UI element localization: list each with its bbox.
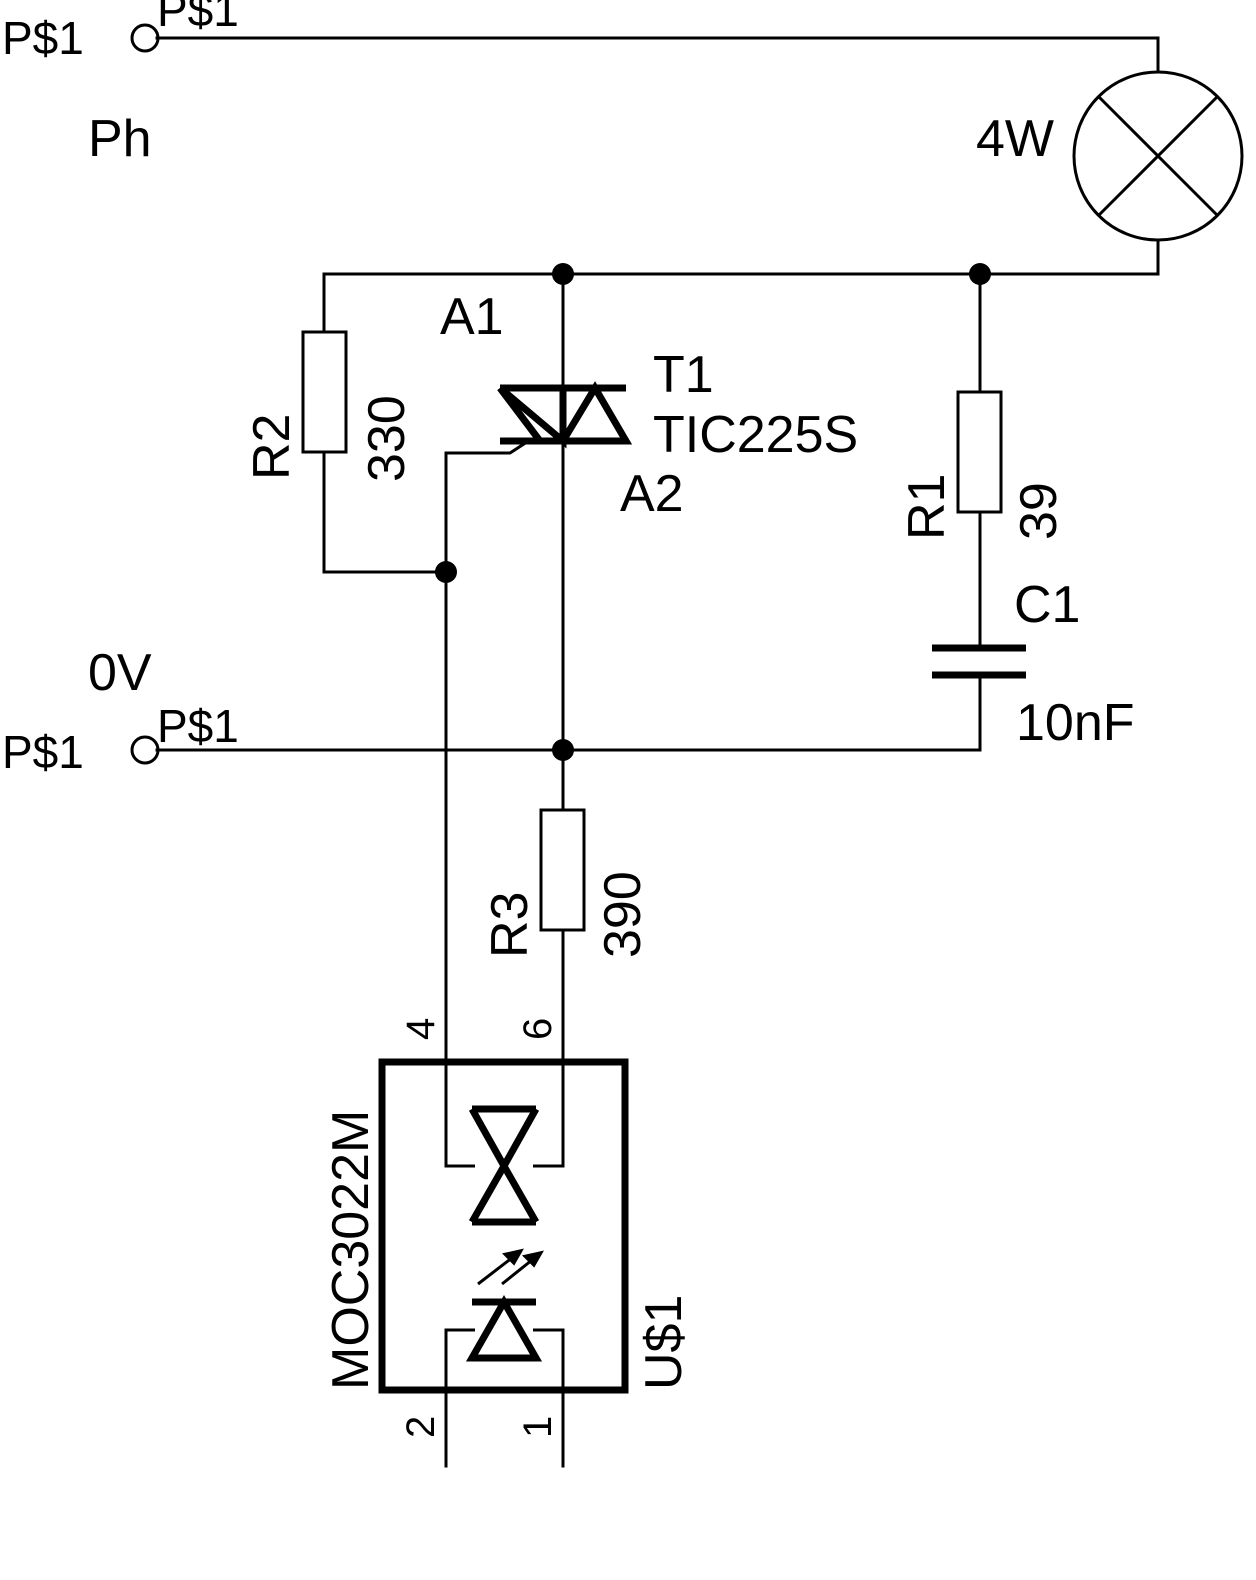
- opto-pin4-label: 4: [399, 1018, 443, 1040]
- lamp-cross: [1097, 95, 1219, 217]
- terminal-ground-net-label: 0V: [88, 644, 152, 702]
- r2-value-label: 330: [358, 395, 416, 482]
- r1-ref-label: R1: [898, 474, 956, 540]
- terminal-phase-net-label: Ph: [88, 110, 152, 168]
- junction-dot: [552, 263, 574, 285]
- r3-ref-label: R3: [481, 892, 539, 958]
- terminal-circle: [130, 23, 160, 53]
- wires: [155, 36, 1160, 1468]
- resistor-body: [956, 390, 1003, 514]
- opto-led-wire: [444, 1328, 565, 1390]
- terminal-phase-pin-name: P$1: [157, 0, 239, 36]
- r3-value-label: 390: [594, 871, 652, 958]
- opto-pin2-label: 2: [399, 1416, 443, 1438]
- terminal-phase-pin-label: P$1: [2, 12, 84, 64]
- opto-triac-wire: [444, 1062, 565, 1168]
- optocoupler: MOC3022M U$1 4 6 2 1: [322, 1018, 693, 1438]
- optocoupler-body: [378, 1058, 629, 1394]
- r1-value-label: 39: [1010, 482, 1068, 540]
- opto-triac-triangle-up: [468, 1158, 540, 1224]
- triac-triangle-up: [556, 381, 633, 445]
- terminal-circle: [130, 735, 160, 765]
- junctions: [435, 263, 991, 761]
- wire-snubber-bottom: [155, 673, 982, 752]
- wire-gate-drive: [444, 437, 533, 1064]
- capacitor-c1: C1 10nF: [932, 576, 1135, 752]
- lamp-symbol: [1072, 70, 1244, 242]
- opto-pin1-label: 1: [516, 1416, 560, 1438]
- junction-dot: [969, 263, 991, 285]
- opto-pin6-label: 6: [516, 1018, 560, 1040]
- junction-dot: [552, 739, 574, 761]
- light-arrow-head: [502, 1248, 524, 1266]
- junction-dot: [435, 561, 457, 583]
- light-arrow-head: [522, 1250, 544, 1268]
- opto-ref-label: U$1: [635, 1295, 693, 1390]
- triac-part-label: TIC225S: [653, 406, 858, 464]
- resistor-r2: R2 330: [243, 330, 416, 482]
- triac-ref-label: T1: [653, 346, 714, 404]
- c1-value-label: 10nF: [1016, 694, 1135, 752]
- wire-phase-line: [155, 36, 1160, 74]
- triac-t1: A1 T1 TIC225S A2: [440, 288, 858, 523]
- lamp-value-label: 4W: [976, 110, 1054, 168]
- terminal-ground-pin-name: P$1: [157, 700, 239, 752]
- opto-triac-triangle-down: [468, 1107, 540, 1174]
- terminal-phase: P$1 P$1 Ph: [2, 0, 239, 168]
- terminal-ground: P$1 P$1 0V: [2, 644, 239, 778]
- lamp: 4W: [976, 70, 1244, 242]
- triac-triangle-left: [497, 385, 543, 444]
- terminal-ground-pin-label: P$1: [2, 726, 84, 778]
- resistor-r3: R3 390: [481, 808, 652, 958]
- resistor-r1: R1 39: [898, 390, 1068, 540]
- resistor-body: [539, 808, 586, 932]
- wire-r2-to-gate-node: [322, 450, 448, 574]
- wire-lamp-return: [322, 238, 1160, 334]
- triac-anode2-label: A2: [620, 465, 684, 523]
- r2-ref-label: R2: [243, 414, 301, 480]
- light-arrows-icon: [477, 1248, 544, 1286]
- opto-led-triangle: [465, 1294, 543, 1362]
- resistor-body: [301, 330, 348, 454]
- triac-anode1-label: A1: [440, 288, 504, 346]
- opto-part-label: MOC3022M: [322, 1110, 380, 1390]
- c1-ref-label: C1: [1014, 576, 1080, 634]
